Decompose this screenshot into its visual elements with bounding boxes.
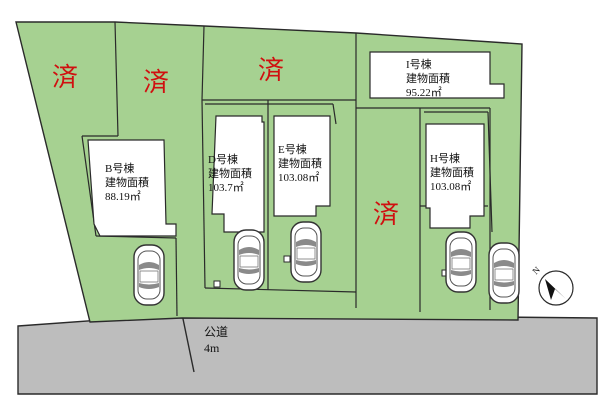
- car-icon: [133, 244, 165, 306]
- building-h-area-label: 建物面積: [430, 165, 474, 179]
- building-e: E号棟 建物面積 103.08㎡: [273, 115, 331, 217]
- road-area: [17, 313, 598, 395]
- building-i-area: 95.22㎡: [406, 86, 442, 99]
- building-e-name: E号棟: [278, 142, 307, 156]
- building-d-footprint: [211, 115, 265, 233]
- road-divider: [181, 313, 195, 373]
- car-icon: [233, 229, 265, 291]
- building-h-name: H号棟: [430, 151, 460, 165]
- sold-marks: 済 済 済 済: [52, 56, 399, 230]
- car-icon: [445, 231, 477, 293]
- building-i-name: I号棟: [406, 57, 432, 71]
- building-e-footprint: [273, 115, 331, 217]
- building-d-name: D号棟: [208, 152, 238, 166]
- sold-mark: 済: [143, 68, 169, 98]
- building-e-area-label: 建物面積: [278, 156, 322, 170]
- building-h-footprint: [425, 123, 485, 229]
- road-width: 4m: [204, 341, 220, 355]
- building-i-area-label: 建物面積: [406, 71, 450, 85]
- building-h-area: 103.08㎡: [430, 180, 471, 193]
- building-e-area: 103.08㎡: [278, 171, 319, 184]
- sold-mark: 済: [52, 63, 78, 93]
- building-b-footprint: [87, 139, 177, 237]
- building-b-name: B号棟: [105, 161, 134, 175]
- building-i: I号棟 建物面積 95.22㎡: [369, 51, 505, 99]
- building-b-area-label: 建物面積: [105, 175, 149, 189]
- building-b: B号棟 建物面積 88.19㎡: [87, 139, 177, 237]
- building-d: D号棟 建物面積 103.7㎡: [208, 115, 265, 233]
- building-d-area-label: 建物面積: [208, 166, 252, 180]
- compass-label: N: [530, 264, 542, 276]
- public-road: 公道 4m: [17, 313, 598, 395]
- building-b-area: 88.19㎡: [105, 190, 141, 203]
- north-arrow-icon: N: [530, 264, 574, 306]
- building-d-area: 103.7㎡: [208, 181, 244, 194]
- building-i-footprint: [369, 51, 505, 99]
- building-h: H号棟 建物面積 103.08㎡: [425, 123, 485, 229]
- car-icon: [290, 221, 322, 283]
- sold-mark: 済: [373, 200, 399, 230]
- road-name: 公道: [204, 325, 228, 339]
- car-icon: [488, 242, 520, 304]
- utility-boxes: [213, 255, 449, 288]
- sold-mark: 済: [258, 56, 284, 86]
